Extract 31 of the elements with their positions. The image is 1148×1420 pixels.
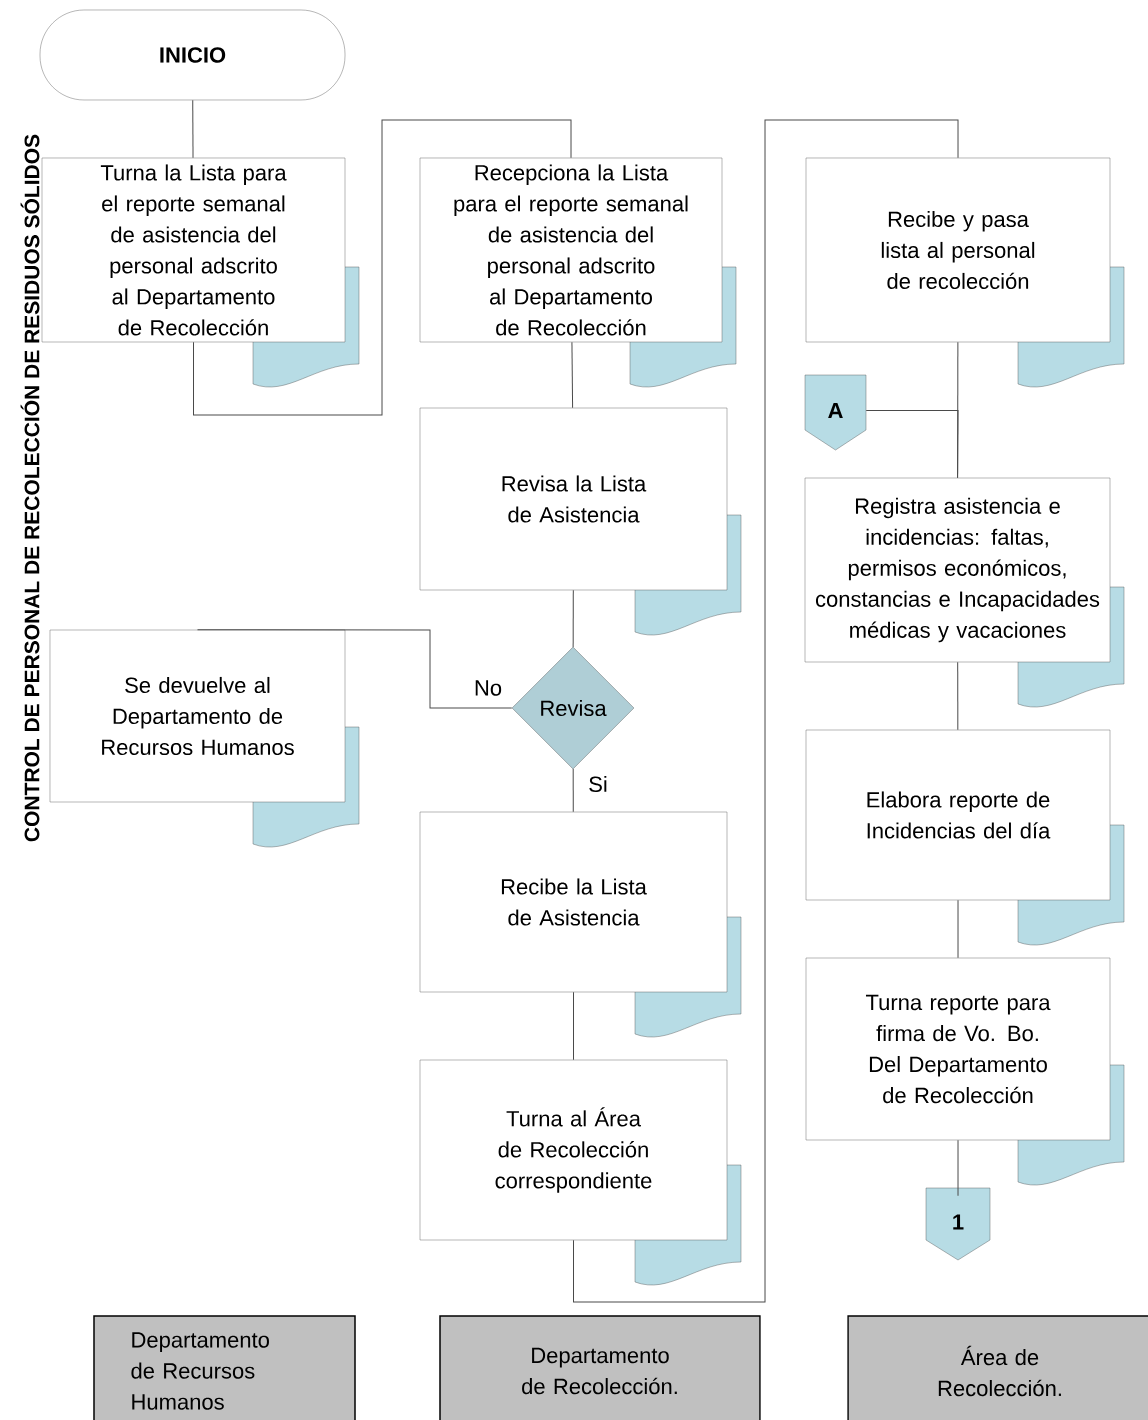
document-process-box: Elabora reporte de Incidencias del día xyxy=(805,729,1125,946)
connector-line xyxy=(197,629,513,709)
connector-line xyxy=(957,661,959,731)
lane-label-box: Departamento de Recolección. xyxy=(439,1315,761,1420)
edge-label: Si xyxy=(587,774,609,794)
document-process-box: Recibe y pasa lista al personal de recolección xyxy=(805,157,1125,388)
start-terminal: INICIO xyxy=(39,9,346,101)
connector-line xyxy=(572,589,574,648)
connector-line xyxy=(573,991,574,1061)
document-process-box: Se devuelve al Departamento de Recursos Humanos xyxy=(49,629,360,848)
page-connector: 1 xyxy=(925,1187,991,1261)
connector-line xyxy=(571,341,574,409)
document-process-box: Turna al Área de Recolección correspondiente xyxy=(419,1059,742,1286)
document-process-box: Turna la Lista para el reporte semanal de asistencia del personal adscrito al Departamento de Recolección xyxy=(41,157,360,388)
connector-line xyxy=(193,119,572,416)
page-connector: A xyxy=(804,374,867,451)
document-process-box: Revisa la Lista de Asistencia xyxy=(419,407,742,636)
lane-label-box: Área de Recolección. xyxy=(847,1315,1148,1420)
document-process-box: Turna reporte para firma de Vo. Bo. Del Departamento de Recolección xyxy=(805,957,1125,1186)
connector-line xyxy=(957,899,959,959)
connector-line xyxy=(957,1139,959,1197)
document-process-box: Recibe la Lista de Asistencia xyxy=(419,811,742,1038)
edge-label: No xyxy=(472,679,504,697)
connector-line xyxy=(865,410,959,479)
document-process-box: Registra asistencia e incidencias: faltas, permisos económicos, constancias e Incapacidades médicas y vacaciones xyxy=(804,477,1125,708)
connector-line xyxy=(573,119,959,1303)
connector-line xyxy=(572,768,574,813)
lane-label-box: Departamento de Recursos Humanos xyxy=(93,1315,356,1420)
vertical-title: CONTROL DE PERSONAL DE RECOLECCIÓN DE RESIDUOS SÓLIDOS xyxy=(20,134,40,842)
connector-line xyxy=(192,99,194,159)
document-process-box: Recepciona la Lista para el reporte semanal de asistencia del personal adscrito al Departamento de Recolección xyxy=(419,157,737,388)
